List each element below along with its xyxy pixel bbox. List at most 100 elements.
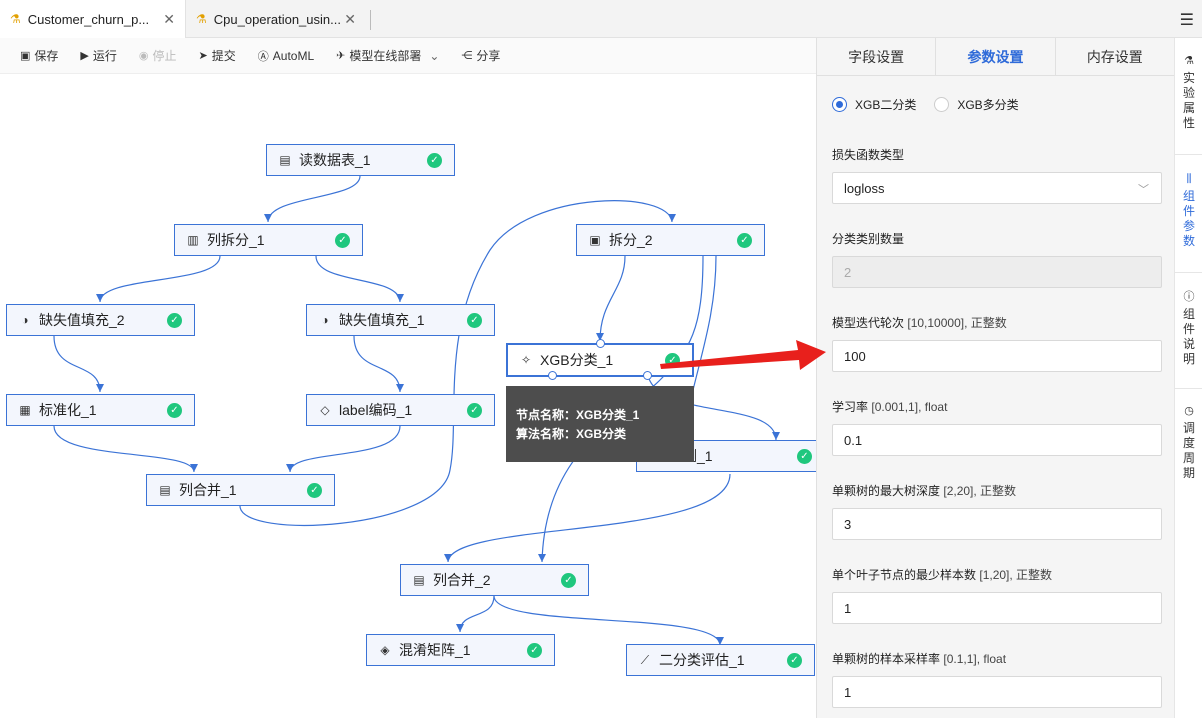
output-port[interactable] — [548, 371, 557, 380]
tab-cpu-operation[interactable]: ⚗ Cpu_operation_usin... ✕ — [186, 0, 366, 38]
divider — [1175, 154, 1202, 155]
close-icon[interactable]: ✕ — [163, 10, 175, 27]
send-icon: ➤ — [198, 50, 208, 62]
num-class-label: 分类类别数量 — [832, 232, 905, 246]
run-button[interactable]: ▶运行 — [80, 49, 117, 63]
node-col-split[interactable]: ▥ 列拆分_1 ✓ — [174, 224, 363, 256]
check-icon: ✓ — [307, 483, 322, 498]
edge — [353, 335, 401, 393]
tab-memory-settings[interactable]: 内存设置 — [1055, 38, 1174, 75]
node-confusion-matrix[interactable]: ◈ 混淆矩阵_1 ✓ — [366, 634, 555, 666]
leaf-input[interactable]: 1 — [832, 592, 1162, 624]
submit-button[interactable]: ➤提交 — [198, 49, 236, 63]
xgb-icon: ✧ — [520, 353, 532, 367]
tab-label: Cpu_operation_usin... — [213, 11, 341, 27]
arrowhead — [772, 432, 780, 440]
cube-icon: ◈ — [380, 643, 390, 657]
num-class-input: 2 — [832, 256, 1162, 288]
sidebar-item-component-desc[interactable]: ⓘ 组件说明 — [1175, 290, 1202, 367]
tag-icon: ◇ — [320, 403, 330, 417]
node-xgb-classify[interactable]: ✧ XGB分类_1 ✓ — [506, 343, 694, 377]
check-icon: ✓ — [737, 233, 752, 248]
flask-icon: ⚗ — [10, 12, 21, 26]
lr-input[interactable]: 0.1 — [832, 424, 1162, 456]
edge — [599, 255, 626, 342]
edge — [53, 335, 101, 393]
half-circle-icon: ◑ — [21, 313, 29, 327]
share-icon: ⋲ — [461, 50, 473, 62]
check-icon: ✓ — [787, 653, 802, 668]
depth-label: 单颗树的最大树深度 [2,20], 正整数 — [832, 484, 1017, 498]
flask-icon: ⚗ — [196, 12, 207, 26]
edge — [459, 595, 495, 633]
panel-tabs: 字段设置 参数设置 内存设置 — [817, 38, 1174, 76]
edge — [239, 200, 673, 526]
deploy-button[interactable]: ✈模型在线部署⌄ — [336, 48, 440, 64]
node-merge-2[interactable]: ▤ 列合并_2 ✓ — [400, 564, 589, 596]
list-menu-icon[interactable]: ☰ — [1179, 12, 1194, 29]
chevron-down-icon: ⌄ — [429, 48, 440, 63]
node-standardize[interactable]: ▦ 标准化_1 ✓ — [6, 394, 195, 426]
sidebar-label: 调度周期 — [1182, 421, 1195, 480]
arrowhead — [538, 554, 546, 562]
leaf-label: 单个叶子节点的最少样本数 [1,20], 正整数 — [832, 568, 1053, 582]
edge — [267, 175, 361, 223]
sidebar-item-component-params[interactable]: ⫼ 组件参数 — [1175, 172, 1202, 249]
arrowhead — [456, 624, 464, 632]
check-icon: ✓ — [467, 313, 482, 328]
sidebar-item-experiment-props[interactable]: ⚗ 实验属性 — [1175, 54, 1202, 131]
depth-input[interactable]: 3 — [832, 508, 1162, 540]
loss-label: 损失函数类型 — [832, 148, 905, 162]
check-icon: ✓ — [665, 353, 680, 368]
edge — [447, 473, 731, 563]
sidebar-label: 组件说明 — [1182, 307, 1195, 366]
sample-label: 单颗树的样本采样率 [0.1,1], float — [832, 652, 1007, 666]
stop-button[interactable]: ◉停止 — [138, 49, 177, 63]
columns-icon: ▥ — [187, 233, 199, 247]
half-circle-icon: ◑ — [321, 313, 329, 327]
sidebar-label: 组件参数 — [1182, 189, 1195, 248]
tab-customer-churn[interactable]: ⚗ Customer_churn_p... ✕ — [0, 0, 186, 38]
node-label-encode[interactable]: ◇ label编码_1 ✓ — [306, 394, 495, 426]
output-port[interactable] — [643, 371, 652, 380]
check-icon: ✓ — [561, 573, 576, 588]
arrowhead — [716, 637, 724, 645]
arrowhead — [668, 214, 676, 222]
parameter-panel: 字段设置 参数设置 内存设置 XGB二分类 XGB多分类 损失函数类型 logl… — [816, 38, 1174, 718]
share-button[interactable]: ⋲分享 — [461, 49, 501, 63]
input-port[interactable] — [596, 339, 605, 348]
clock-icon: ◷ — [1184, 405, 1194, 417]
close-icon[interactable]: ✕ — [344, 10, 356, 27]
node-split-2[interactable]: ▣ 拆分_2 ✓ — [576, 224, 765, 256]
check-icon: ✓ — [467, 403, 482, 418]
split-icon: ▣ — [589, 233, 601, 247]
arrowhead — [444, 554, 452, 562]
edge — [289, 425, 401, 473]
save-button[interactable]: ▣保存 — [20, 49, 59, 63]
arrowhead — [396, 294, 404, 302]
node-merge-1[interactable]: ▤ 列合并_1 ✓ — [146, 474, 335, 506]
iter-input[interactable]: 100 — [832, 340, 1162, 372]
node-read-table[interactable]: ▤ 读数据表_1 ✓ — [266, 144, 455, 176]
node-binary-eval[interactable]: ⟋ 二分类评估_1 ✓ — [626, 644, 815, 676]
arrowhead — [96, 294, 104, 302]
arrowhead — [396, 384, 404, 392]
right-sidebar: ⚗ 实验属性 ⫼ 组件参数 ⓘ 组件说明 ◷ 调度周期 — [1174, 38, 1202, 718]
automl-icon: Ⓐ — [257, 50, 269, 63]
check-icon: ✓ — [797, 449, 812, 464]
node-missing-fill-1[interactable]: ◑ 缺失值填充_1 ✓ — [306, 304, 495, 336]
loss-select[interactable]: logloss ﹀ — [832, 172, 1162, 204]
radio-multi[interactable] — [934, 97, 950, 112]
line-chart-icon: ⟋ — [640, 652, 650, 667]
tab-divider — [370, 10, 371, 30]
tab-field-settings[interactable]: 字段设置 — [817, 38, 937, 75]
sample-input[interactable]: 1 — [832, 676, 1162, 708]
node-missing-fill-2[interactable]: ◑ 缺失值填充_2 ✓ — [6, 304, 195, 336]
tab-param-settings[interactable]: 参数设置 — [936, 38, 1056, 75]
radio-binary[interactable] — [832, 97, 847, 112]
sidebar-item-schedule[interactable]: ◷ 调度周期 — [1175, 404, 1202, 481]
node-tooltip: 节点名称：XGB分类_1 算法名称：XGB分类 — [506, 386, 694, 462]
merge-icon: ▤ — [413, 573, 425, 587]
